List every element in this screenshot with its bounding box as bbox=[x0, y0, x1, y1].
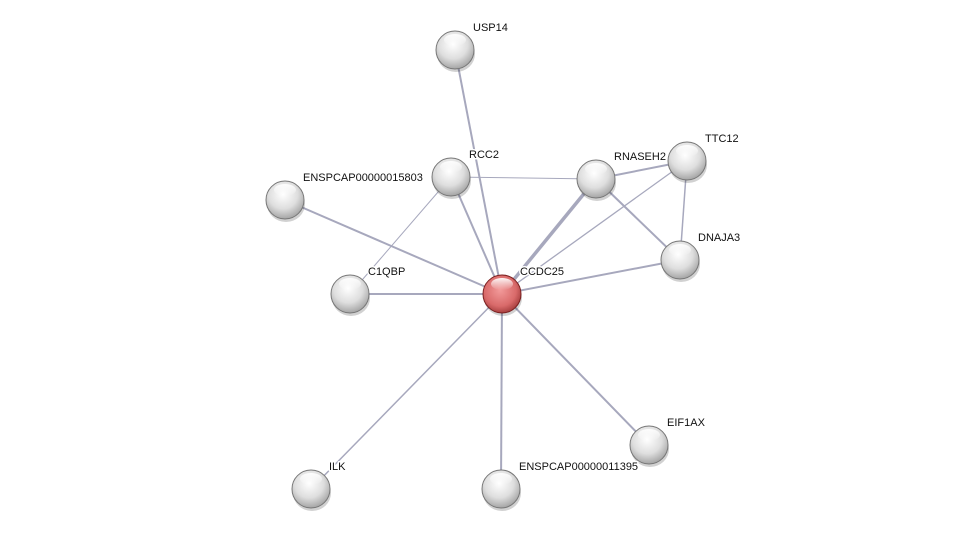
node-label: ILK bbox=[329, 461, 346, 473]
node-dnaja3[interactable]: DNAJA3 bbox=[660, 231, 742, 282]
edge-ccdc25-ttc12[interactable] bbox=[501, 160, 688, 295]
node-label: CCDC25 bbox=[520, 266, 564, 278]
node-ilk[interactable]: ILK bbox=[291, 460, 348, 511]
edge-ccdc25-eif1ax[interactable] bbox=[501, 293, 650, 446]
node-c1qbp[interactable]: C1QBP bbox=[330, 265, 407, 316]
node-highlight bbox=[444, 34, 466, 46]
edge-ccdc25-rcc2[interactable] bbox=[450, 176, 503, 295]
node-highlight bbox=[274, 184, 296, 196]
edge-ccdc25-enspcap00000011395[interactable] bbox=[500, 293, 503, 490]
node-label: EIF1AX bbox=[667, 417, 706, 429]
node-enspcap00000011395[interactable]: ENSPCAP00000011395 bbox=[481, 460, 640, 511]
node-label: ENSPCAP00000011395 bbox=[519, 461, 638, 473]
node-label: USP14 bbox=[473, 22, 508, 34]
node-highlight bbox=[638, 429, 660, 441]
node-highlight bbox=[676, 145, 698, 157]
node-ccdc25[interactable]: CCDC25 bbox=[482, 265, 566, 316]
node-highlight bbox=[669, 244, 691, 256]
node-label: RNASEH2 bbox=[614, 151, 666, 163]
edge-rcc2-rnaseh2[interactable] bbox=[450, 176, 597, 180]
edge-ccdc25-rnaseh2[interactable] bbox=[500, 177, 598, 296]
node-ttc12[interactable]: TTC12 bbox=[667, 132, 740, 183]
node-label: RCC2 bbox=[469, 149, 499, 161]
edge-ccdc25-enspcap00000015803[interactable] bbox=[284, 199, 503, 295]
node-highlight bbox=[491, 278, 513, 290]
node-highlight bbox=[300, 473, 322, 485]
node-label: DNAJA3 bbox=[698, 232, 740, 244]
node-usp14[interactable]: USP14 bbox=[435, 21, 509, 72]
edge-ccdc25-dnaja3[interactable] bbox=[501, 259, 681, 295]
node-highlight bbox=[585, 163, 607, 175]
node-rnaseh2[interactable]: RNASEH2 bbox=[576, 150, 667, 201]
node-label: C1QBP bbox=[368, 266, 405, 278]
edge-ccdc25-usp14[interactable] bbox=[454, 49, 503, 295]
node-highlight bbox=[490, 473, 512, 485]
node-enspcap00000015803[interactable]: ENSPCAP00000015803 bbox=[265, 171, 424, 222]
node-highlight bbox=[440, 161, 462, 173]
edge-rcc2-c1qbp[interactable] bbox=[349, 176, 452, 295]
node-highlight bbox=[339, 278, 361, 290]
edge-ccdc25-ilk[interactable] bbox=[310, 293, 503, 490]
node-label: TTC12 bbox=[705, 133, 739, 145]
node-label: ENSPCAP00000015803 bbox=[303, 172, 423, 184]
node-eif1ax[interactable]: EIF1AX bbox=[629, 416, 707, 467]
node-rcc2[interactable]: RCC2 bbox=[431, 148, 500, 199]
